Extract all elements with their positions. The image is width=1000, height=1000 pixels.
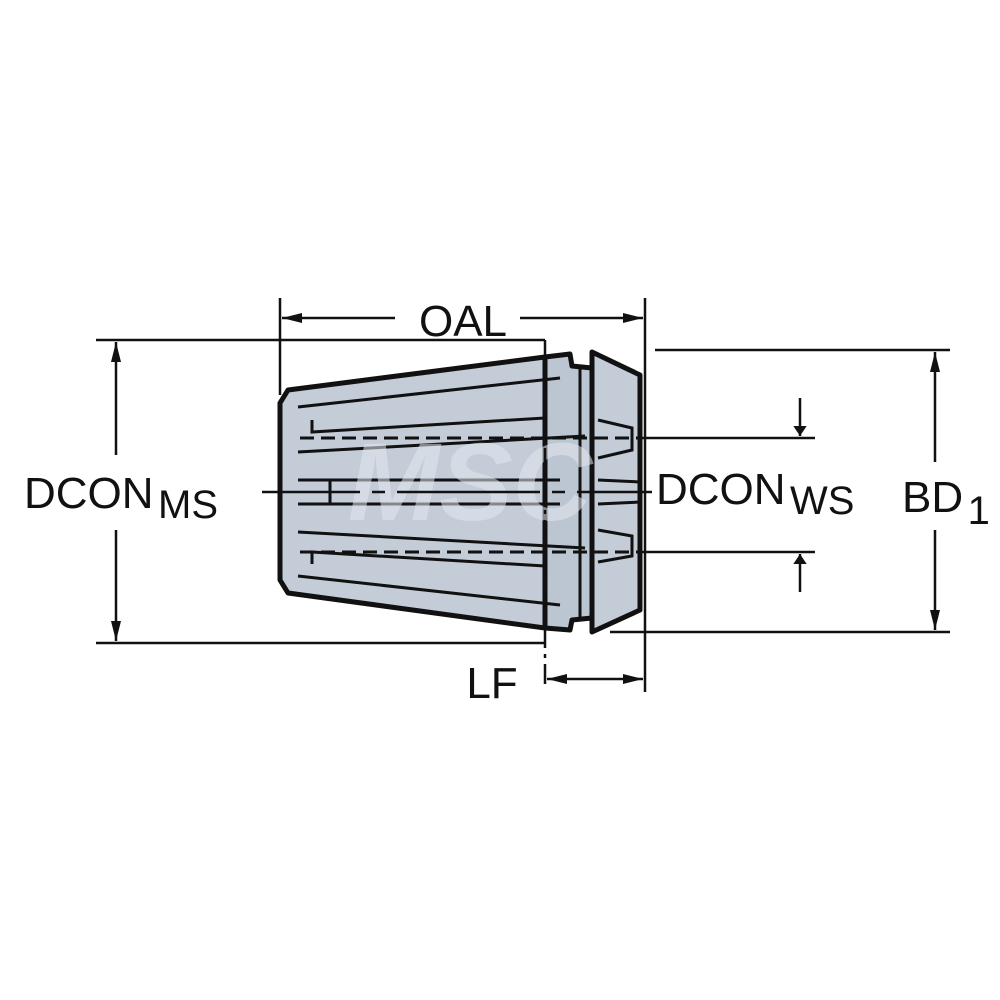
- bd1-dimension: BD 1: [902, 352, 990, 630]
- dcon-ms-label-main: DCON: [24, 469, 154, 518]
- dcon-ws-label-main: DCON: [656, 465, 786, 514]
- oal-label: OAL: [419, 297, 507, 346]
- dcon-ms-label: DCON MS: [24, 469, 218, 527]
- dcon-ws-label: DCON WS: [656, 465, 854, 523]
- watermark-text: MSC: [348, 421, 594, 544]
- dcon-ms-label-sub: MS: [158, 483, 218, 527]
- lf-label: LF: [466, 659, 517, 708]
- dcon-ws-dimension: DCON WS: [656, 398, 854, 592]
- bore-hidden-lines: [300, 436, 640, 554]
- bd1-label: BD 1: [902, 473, 990, 533]
- oal-dimension: OAL: [282, 297, 643, 346]
- bd1-label-sub: 1: [968, 489, 990, 533]
- extension-lines: [96, 298, 950, 692]
- bd1-label-main: BD: [902, 473, 963, 522]
- lf-dimension: LF: [466, 659, 643, 708]
- dcon-ws-label-sub: WS: [790, 479, 854, 523]
- dcon-ms-dimension: DCON MS: [24, 342, 218, 641]
